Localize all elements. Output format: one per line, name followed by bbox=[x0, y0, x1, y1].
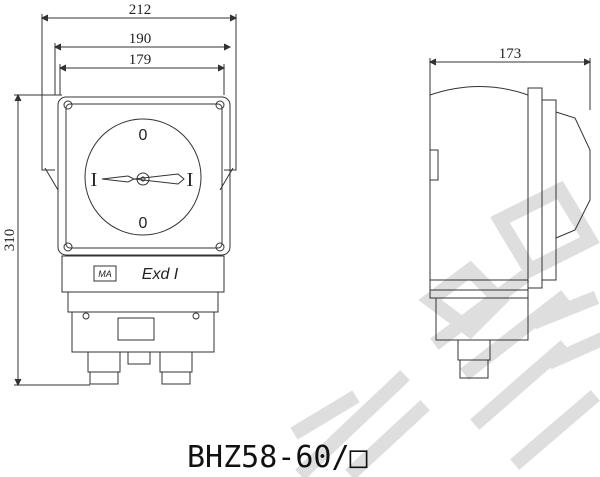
dim-label-310: 310 bbox=[2, 229, 18, 252]
side-view bbox=[428, 58, 592, 379]
dimension-190 bbox=[53, 43, 232, 95]
dial-right-label: I bbox=[187, 169, 194, 191]
dim-label-179: 179 bbox=[129, 52, 152, 68]
front-view bbox=[14, 14, 238, 387]
dim-label-190: 190 bbox=[129, 31, 152, 47]
model-number: BHZ58-60/□ bbox=[187, 440, 368, 475]
dimension-310 bbox=[14, 93, 90, 387]
dimension-179 bbox=[58, 64, 226, 95]
dial-top-label: 0 bbox=[139, 127, 148, 144]
dimension-173 bbox=[428, 58, 592, 110]
dimension-212 bbox=[40, 14, 238, 95]
dial-left-label: I bbox=[91, 169, 98, 191]
explosion-proof-mark: Exd I bbox=[142, 266, 179, 283]
ma-mark: MA bbox=[98, 269, 112, 279]
dim-label-173: 173 bbox=[499, 46, 522, 62]
dial-bottom-label: 0 bbox=[139, 215, 148, 232]
watermark-logo bbox=[290, 180, 600, 477]
dim-label-212: 212 bbox=[129, 2, 152, 18]
